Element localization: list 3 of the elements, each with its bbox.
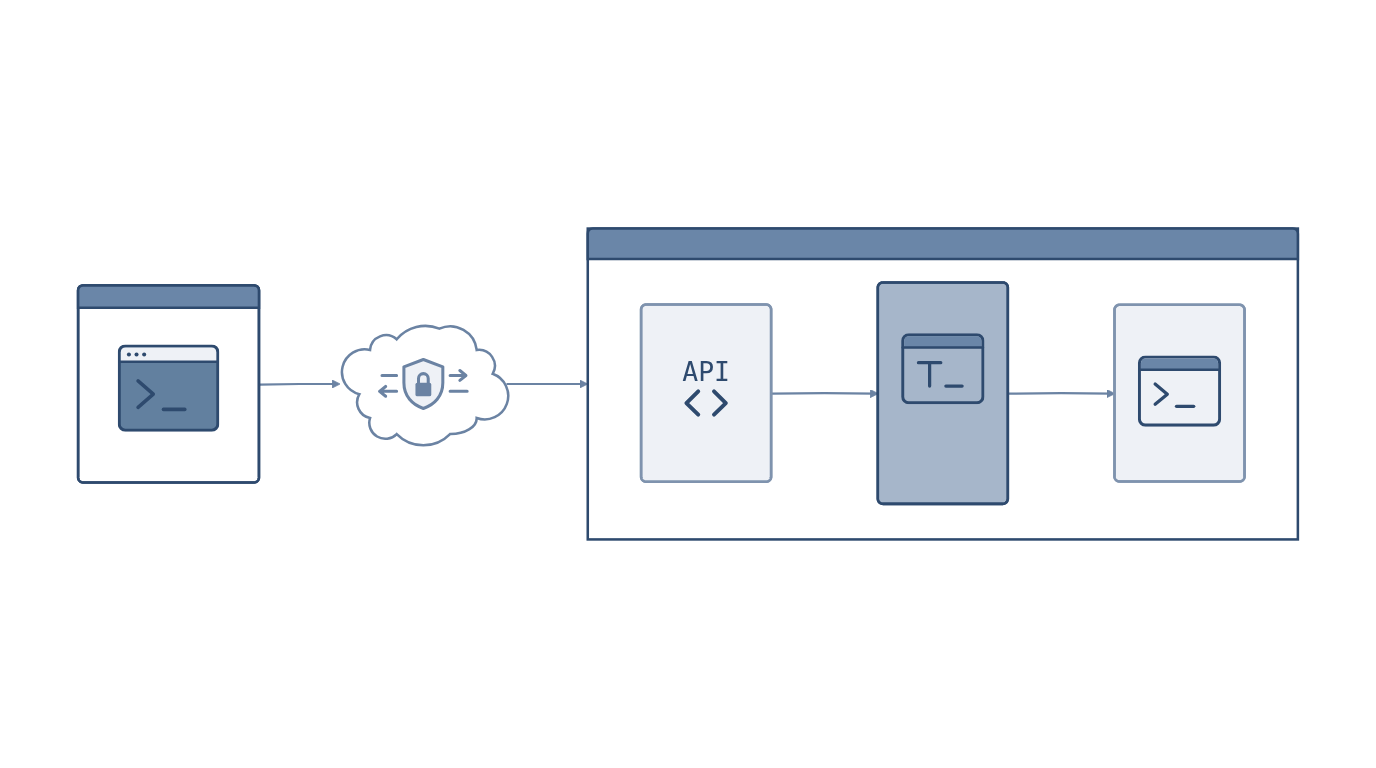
arrow <box>259 379 341 389</box>
node-label: API <box>682 355 730 389</box>
node-cloud <box>340 324 510 447</box>
